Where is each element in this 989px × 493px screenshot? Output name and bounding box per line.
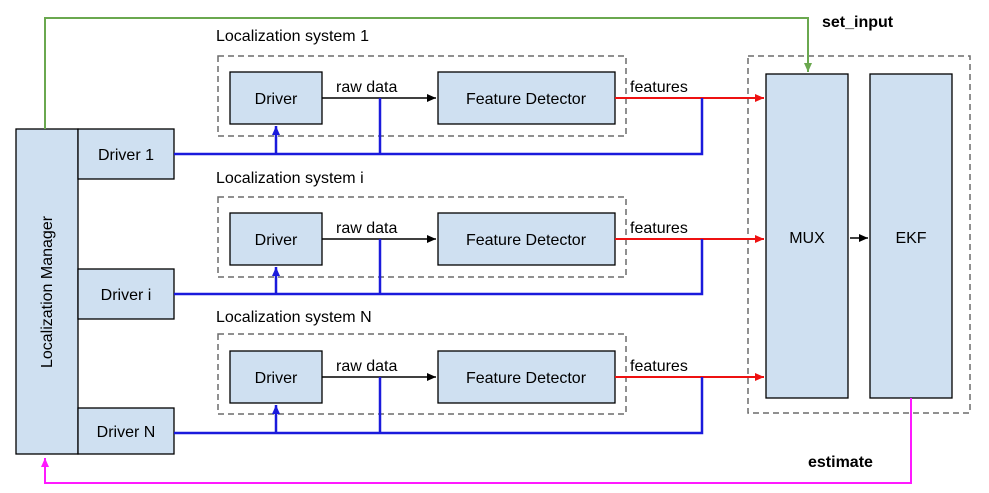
system-i-driver-link xyxy=(174,239,704,296)
system-i-raw-label: raw data xyxy=(336,220,397,237)
system-i-driver xyxy=(229,212,323,266)
system-1-features-label: features xyxy=(630,79,688,96)
mux-label: MUX xyxy=(789,230,825,247)
system-i-detector-label: Feature Detector xyxy=(466,232,587,249)
ekf-box xyxy=(869,73,953,399)
manager-driver-n-label: Driver N xyxy=(97,424,156,441)
system-i-title: Localization system i xyxy=(216,170,364,187)
system-1-title: Localization system 1 xyxy=(216,28,369,45)
manager-driver-n xyxy=(77,407,175,455)
system-i-detector xyxy=(437,212,616,266)
system-n-driver xyxy=(229,350,323,404)
system-n-features-label: features xyxy=(630,358,688,375)
set-input-label: set_input xyxy=(822,14,894,31)
system-i-features-label: features xyxy=(630,220,688,237)
manager-label: Localization Manager xyxy=(39,215,56,368)
estimate-link xyxy=(41,398,912,484)
system-n-driver-label: Driver xyxy=(255,370,298,387)
manager-driver-1-label: Driver 1 xyxy=(98,147,154,164)
system-n-driver-link xyxy=(174,377,704,435)
system-1-driver-link xyxy=(174,98,704,156)
system-n-title: Localization system N xyxy=(216,309,372,326)
system-n-group xyxy=(217,333,627,415)
system-1-detector-label: Feature Detector xyxy=(466,91,587,108)
manager-driver-1 xyxy=(77,128,175,180)
system-1-detector xyxy=(437,71,616,125)
mux-box xyxy=(765,73,849,399)
system-1-group xyxy=(217,55,627,137)
manager-driver-i-label: Driver i xyxy=(101,287,152,304)
system-n-detector xyxy=(437,350,616,404)
ekf-label: EKF xyxy=(895,230,926,247)
system-n-detector-label: Feature Detector xyxy=(466,370,587,387)
system-1-driver-label: Driver xyxy=(255,91,298,108)
system-n-raw-label: raw data xyxy=(336,358,397,375)
system-i-driver-label: Driver xyxy=(255,232,298,249)
set-input-link xyxy=(44,17,812,129)
system-i-group xyxy=(217,196,627,278)
fusion-group xyxy=(747,55,971,414)
system-1-raw-label: raw data xyxy=(336,79,397,96)
estimate-label: estimate xyxy=(808,454,873,471)
manager-box xyxy=(15,128,79,455)
